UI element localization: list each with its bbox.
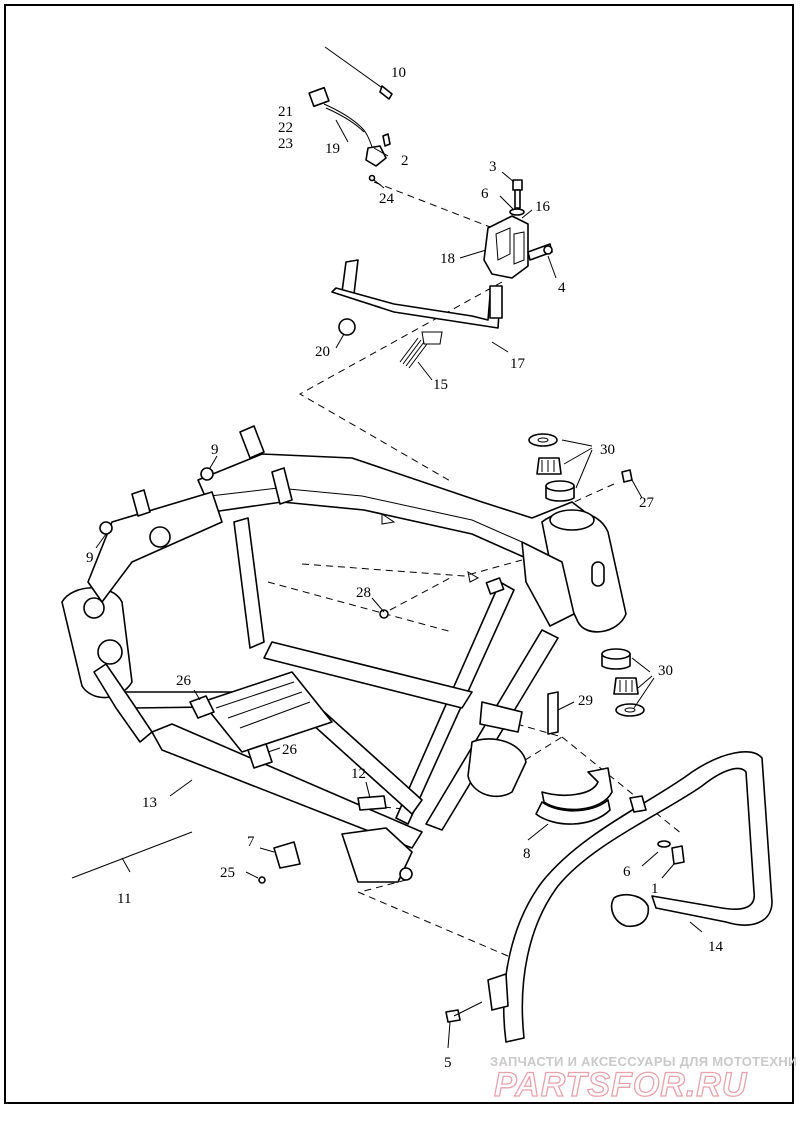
- washer-part-6b: [657, 840, 671, 848]
- ball-part-20: [338, 318, 356, 336]
- engine-guard-part-14: [487, 751, 773, 1043]
- callout-22: 22: [278, 120, 293, 136]
- callout-3: 3: [489, 159, 497, 175]
- callout-26-upper: 26: [176, 673, 192, 689]
- callout-6-upper: 6: [481, 186, 489, 202]
- callout-30-upper: 30: [600, 442, 615, 458]
- callout-9-upper: 9: [211, 442, 219, 458]
- callout-6-lower: 6: [623, 864, 631, 880]
- nut-part-9-lower: [99, 521, 113, 535]
- kickstand-assembly: [331, 259, 503, 369]
- rail-lug: [239, 425, 265, 459]
- callout-16: 16: [535, 199, 551, 215]
- callout-19: 19: [325, 141, 340, 157]
- nut-part-9-upper: [200, 467, 214, 481]
- floor-plate: [201, 671, 333, 753]
- head-gusset: [521, 541, 575, 627]
- screw-part-27: [621, 469, 633, 483]
- watermark-brand: PARTSFOR.RU: [494, 1066, 748, 1104]
- rear-upper-rail: [87, 491, 223, 603]
- motorcycle-frame: [61, 425, 627, 883]
- steering-bearings-part-30: [528, 433, 645, 717]
- callout-27: 27: [639, 495, 655, 511]
- kickstand-pivot: [489, 285, 503, 319]
- screw-part-28: [379, 609, 389, 619]
- bolt-part-5: [445, 1009, 461, 1023]
- callout-15: 15: [433, 377, 448, 393]
- rear-bushing-upper: [83, 597, 105, 619]
- wire-part-11: [71, 831, 193, 879]
- seat-post: [233, 517, 265, 649]
- callout-13: 13: [142, 795, 157, 811]
- sensor-body-part-2: [365, 145, 387, 167]
- callout-28: 28: [356, 585, 371, 601]
- spring-part-15: [399, 337, 428, 369]
- callout-10: 10: [391, 65, 406, 81]
- callout-labels: 1 2 3 4 5 6 6 7 8 9 9 10 11 12 13 14 15 …: [86, 65, 724, 1071]
- clip-part-26b: [247, 743, 273, 769]
- callout-1: 1: [651, 881, 659, 897]
- kickstand-bracket: [483, 179, 553, 279]
- callout-11: 11: [117, 891, 131, 907]
- lower-junction: [341, 827, 413, 883]
- sensor-tip: [379, 85, 393, 100]
- watermark: ЗАПЧАСТИ И АКСЕССУАРЫ ДЛЯ МОТОТЕХНИКИ PA…: [490, 1054, 796, 1105]
- cross-member: [263, 641, 473, 709]
- callout-20: 20: [315, 344, 330, 360]
- callout-29: 29: [578, 693, 593, 709]
- assembly-lines: [267, 181, 683, 963]
- bracket-part-8-rear: [541, 767, 613, 811]
- engine-mount: [467, 738, 527, 798]
- front-downtube-left: [425, 629, 559, 831]
- clip-part-26a: [189, 695, 215, 719]
- bracket-part-8-front: [535, 799, 611, 825]
- washer-part-24: [368, 174, 376, 182]
- callout-14: 14: [708, 939, 724, 955]
- clip-part-7: [273, 841, 301, 869]
- frame-boss: [149, 526, 171, 548]
- callout-9-lower: 9: [86, 550, 94, 566]
- callout-18: 18: [440, 251, 455, 267]
- sensor-assembly: [308, 46, 393, 182]
- diagram-frame: 1 2 3 4 5 6 6 7 8 9 9 10 11 12 13 14 15 …: [4, 4, 796, 1105]
- washer-part-6: [509, 208, 525, 216]
- sensor-connector: [308, 86, 330, 108]
- rear-bushing-lower: [97, 639, 123, 665]
- exploded-parts-diagram: 1 2 3 4 5 6 6 7 8 9 9 10 11 12 13 14 15 …: [61, 46, 796, 1105]
- bolt-part-3: [512, 179, 523, 191]
- pin-part-29: [547, 691, 559, 735]
- hardware: [71, 467, 685, 1023]
- bolt-part-1: [671, 845, 685, 865]
- kickstand-leg-part-17: [331, 287, 501, 329]
- wire-part-10: [324, 46, 389, 93]
- bracket-part-18: [483, 215, 529, 279]
- screw-part-25: [258, 876, 266, 884]
- sensor-cable: [323, 103, 375, 153]
- callout-17: 17: [510, 356, 526, 372]
- callout-26-lower: 26: [282, 742, 298, 758]
- callout-23: 23: [278, 136, 293, 152]
- rear-frame-plate: [61, 586, 133, 699]
- lower-rail-part-13: [151, 723, 423, 849]
- clip-part-12: [357, 795, 387, 811]
- callout-4: 4: [558, 280, 566, 296]
- leader-lines: [95, 119, 703, 1049]
- callout-2: 2: [401, 153, 409, 169]
- callout-8: 8: [523, 846, 531, 862]
- callout-5: 5: [444, 1055, 452, 1071]
- callout-21: 21: [278, 104, 293, 120]
- callout-30-lower: 30: [658, 663, 673, 679]
- callout-12: 12: [351, 766, 366, 782]
- watermark-tagline: ЗАПЧАСТИ И АКСЕССУАРЫ ДЛЯ МОТОТЕХНИКИ: [490, 1054, 796, 1069]
- callout-24: 24: [379, 191, 395, 207]
- callout-7: 7: [247, 834, 255, 850]
- callout-25: 25: [220, 865, 235, 881]
